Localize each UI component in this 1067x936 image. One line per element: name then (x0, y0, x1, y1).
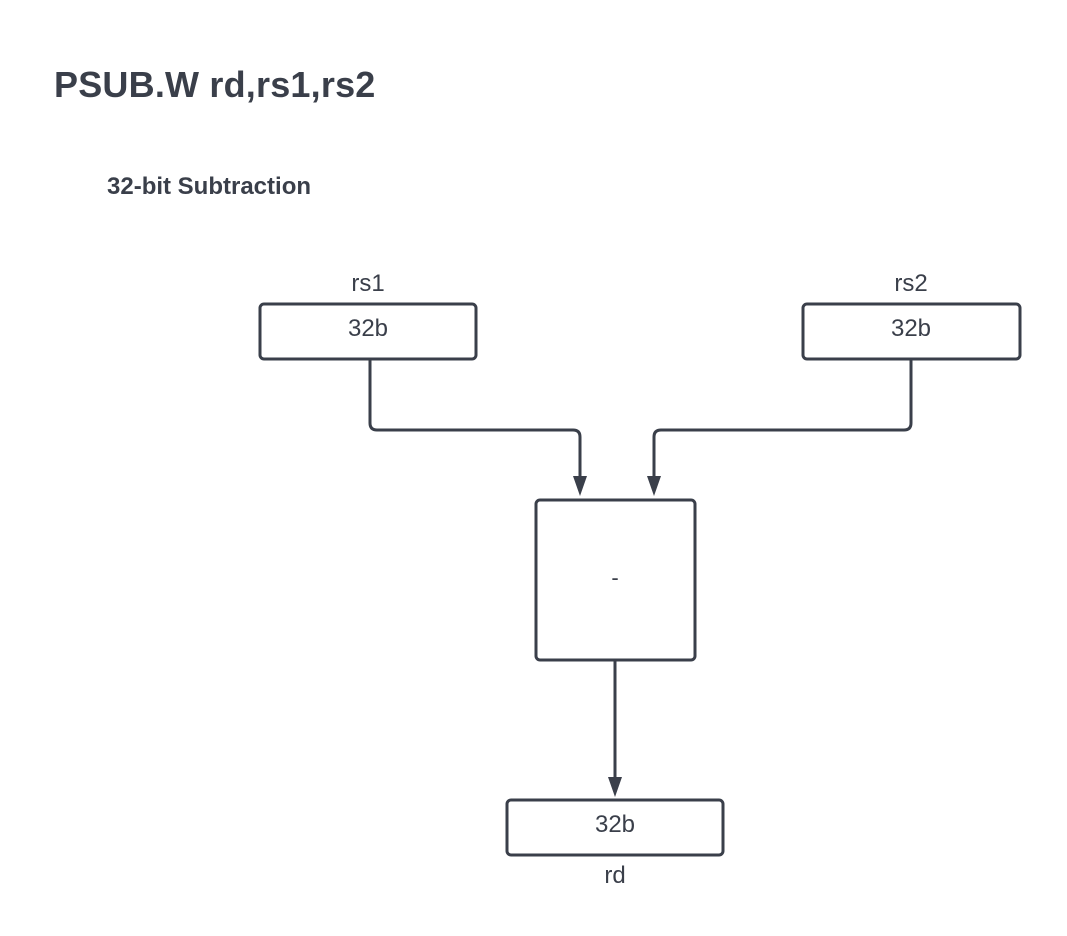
page-subtitle: 32-bit Subtraction (107, 173, 312, 200)
rs2-width-label: 32b (891, 315, 931, 342)
subtract-operator-symbol: - (611, 565, 618, 590)
rs1-label: rs1 (351, 270, 384, 297)
rs1-arrowhead (573, 476, 587, 496)
rs1-register-box (258, 302, 478, 361)
page-title: PSUB.W rd,rs1,rs2 (54, 64, 376, 105)
rd-label: rd (604, 862, 625, 889)
rs2-register-box (801, 302, 1022, 361)
rs2-label: rs2 (894, 270, 927, 297)
rd-width-label: 32b (595, 811, 635, 838)
rs1-to-operator-wire (368, 360, 582, 478)
rs2-to-operator-wire (652, 360, 913, 478)
rs1-width-label: 32b (348, 315, 388, 342)
subtract-operator-box (534, 498, 697, 662)
rd-register-box (505, 798, 725, 857)
rs2-arrowhead (647, 476, 661, 496)
rd-arrowhead (608, 777, 622, 797)
